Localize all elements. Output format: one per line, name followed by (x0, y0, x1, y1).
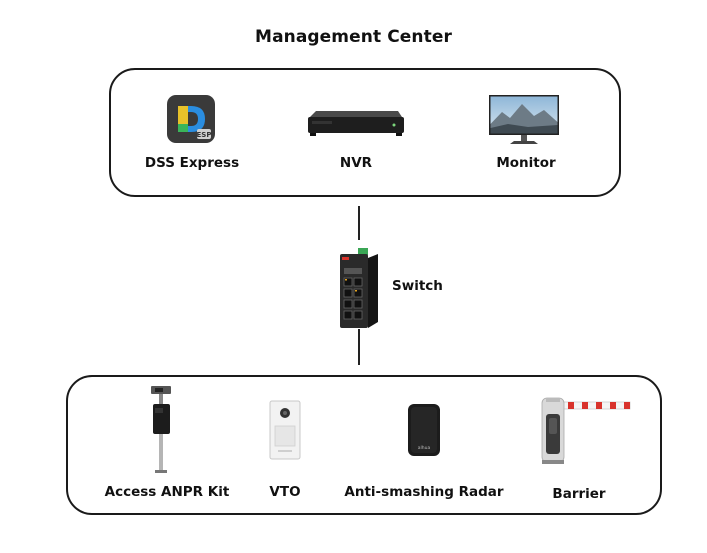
anpr-kit-icon (145, 384, 177, 476)
device-label-anti-smashing-radar: Anti-smashing Radar (344, 484, 504, 500)
svg-text:ESP: ESP (197, 131, 212, 139)
diagram-title: Management Center (255, 27, 452, 47)
network-switch-icon (336, 246, 382, 330)
dss-express-app-icon: ESP (166, 94, 216, 144)
management-center-group (109, 68, 621, 197)
device-label-access-anpr-kit: Access ANPR Kit (104, 484, 230, 500)
svg-text:alhua: alhua (418, 445, 431, 451)
field-devices-group (66, 375, 662, 515)
device-label-monitor: Monitor (496, 155, 556, 171)
radar-icon: alhua (406, 402, 442, 458)
device-label-switch: Switch (392, 278, 443, 294)
connector-line-bottom (358, 329, 360, 365)
monitor-icon (488, 94, 560, 146)
device-label-vto: VTO (269, 484, 301, 500)
device-label-dss-express: DSS Express (144, 155, 240, 171)
vto-intercom-icon (269, 400, 301, 460)
device-label-nvr: NVR (339, 155, 373, 171)
device-label-barrier: Barrier (552, 486, 606, 502)
connector-line-top (358, 206, 360, 240)
nvr-device-icon (306, 109, 406, 139)
barrier-gate-icon (538, 394, 632, 466)
